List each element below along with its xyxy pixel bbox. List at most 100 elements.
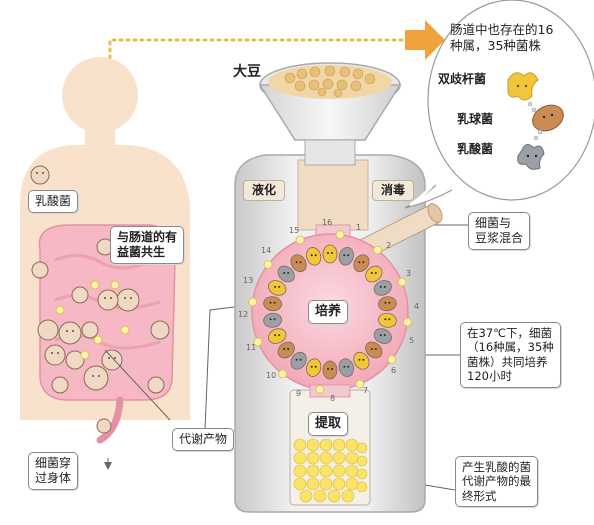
ring-bacterium [290, 351, 307, 370]
funnel [258, 62, 402, 166]
bacterium-eye [358, 261, 361, 264]
extract-beads [293, 438, 368, 503]
extract-label: 提取 [308, 412, 349, 437]
ring-number: 12 [238, 310, 249, 319]
lightbulb-icon [263, 260, 273, 270]
bacterium-eye [362, 358, 365, 361]
lightbulb-icon [248, 297, 258, 307]
ring-number: 5 [409, 336, 415, 345]
bacterium-eye [384, 318, 387, 321]
bacterium-eye [283, 348, 286, 350]
ring-bacterium [373, 280, 392, 296]
ring-bacterium [322, 244, 338, 264]
ring-bacterium [268, 280, 287, 296]
ring-bacterium [268, 328, 287, 344]
bacterium-eye [287, 272, 290, 274]
ring-bacterium [353, 351, 370, 370]
bubble-title: 肠道中也存在的16 种属，35种菌株 [450, 22, 554, 53]
lightbulb-icon [278, 369, 288, 379]
lightbulb-icon [387, 354, 397, 364]
bacterium-eye [362, 261, 365, 264]
bacterium-eye [379, 334, 382, 337]
bacterium-eye [278, 334, 281, 337]
bacterium-eye [310, 365, 313, 368]
coexist-label: 与肠道的有 益菌共生 [110, 226, 185, 264]
ring-bacterium [365, 265, 383, 283]
ring-number: 8 [330, 394, 336, 403]
lightbulb-icon [335, 230, 345, 240]
bacterium-eye [347, 365, 350, 368]
orange-arrow [405, 20, 445, 60]
bacterium-eye [295, 261, 298, 264]
ring-number: 16 [322, 218, 333, 227]
bacterium-eye [327, 368, 329, 370]
ring-bacterium [338, 247, 354, 266]
lightbulb-icon [355, 379, 365, 389]
bubble-lactococcus: 乳球菌 [457, 112, 494, 126]
liquefy-label: 液化 [243, 180, 286, 201]
ring-number: 10 [266, 371, 277, 380]
mix-label: 细菌与 豆浆混合 [468, 212, 531, 250]
bacterium-eye [273, 301, 276, 304]
final-form-label: 产生乳酸的菌 代谢产物的最 终形式 [455, 456, 538, 508]
bifidobacterium-icon [507, 72, 539, 101]
soybean-label: 大豆 [233, 64, 261, 80]
disinfect-label: 消毒 [372, 180, 415, 201]
bacterium-eye [358, 358, 361, 361]
ring-bacterium [306, 247, 322, 266]
ring-bacterium [277, 341, 295, 359]
metabolite-label: 代谢产物 [172, 428, 235, 451]
bacterium-eye [278, 285, 281, 288]
ring-bacterium [263, 296, 282, 312]
bacterium-eye [379, 285, 382, 288]
bacterium-eye [310, 254, 313, 257]
bacterium-eye [283, 272, 286, 274]
ring-number: 2 [386, 241, 392, 250]
lightbulb-icon [315, 384, 325, 394]
bacterium-eye [274, 285, 277, 288]
ring-bacterium [322, 360, 338, 380]
ring-bacterium [373, 328, 392, 344]
ring-number: 4 [414, 302, 420, 311]
bubble-lactobacillus: 乳酸菌 [457, 142, 494, 156]
bacterium-eye [370, 272, 373, 274]
ring-number: 1 [356, 223, 362, 232]
bacterium-eye [273, 318, 276, 321]
ring-bacterium [263, 312, 282, 328]
ring-number: 6 [391, 366, 397, 375]
lactobacillus-icon [517, 144, 545, 170]
ring-bacterium [378, 296, 397, 312]
ring-number: 14 [261, 246, 272, 255]
body-bacteria [30, 165, 170, 434]
bacterium-eye [388, 301, 391, 304]
bacterium-eye [388, 318, 391, 321]
bacterium-eye [347, 254, 350, 257]
pass-through-label: 细菌穿 过身体 [28, 452, 79, 490]
ring-bacterium [365, 341, 383, 359]
bacterium-eye [299, 261, 302, 264]
lightbulb-icon [397, 277, 407, 287]
ring-bacterium [338, 358, 354, 377]
bacterium-eye [383, 285, 386, 288]
ring-number: 3 [406, 269, 412, 278]
bacterium-eye [269, 301, 272, 304]
bacterium-eye [331, 252, 333, 254]
bacterium-eye [370, 348, 373, 350]
bacterium-eye [331, 368, 333, 370]
lactic-acid-bacteria-label: 乳酸菌 [28, 190, 79, 213]
ring-number: 13 [243, 276, 254, 285]
bacterium-eye [343, 365, 346, 368]
bacterium-eye [327, 252, 329, 254]
culture-condition-label: 在37℃下，细菌 （16种属，35种 菌株）共同培养 120小时 [460, 322, 561, 388]
lightbulb-icon [295, 235, 305, 245]
ring-bacterium [378, 312, 397, 328]
ring-number: 11 [246, 343, 257, 352]
bacterium-eye [343, 254, 346, 257]
bacterium-eye [287, 348, 290, 350]
bacterium-eye [299, 358, 302, 361]
down-arrow [104, 462, 112, 470]
bacterium-eye [314, 254, 317, 257]
bacterium-eye [274, 334, 277, 337]
